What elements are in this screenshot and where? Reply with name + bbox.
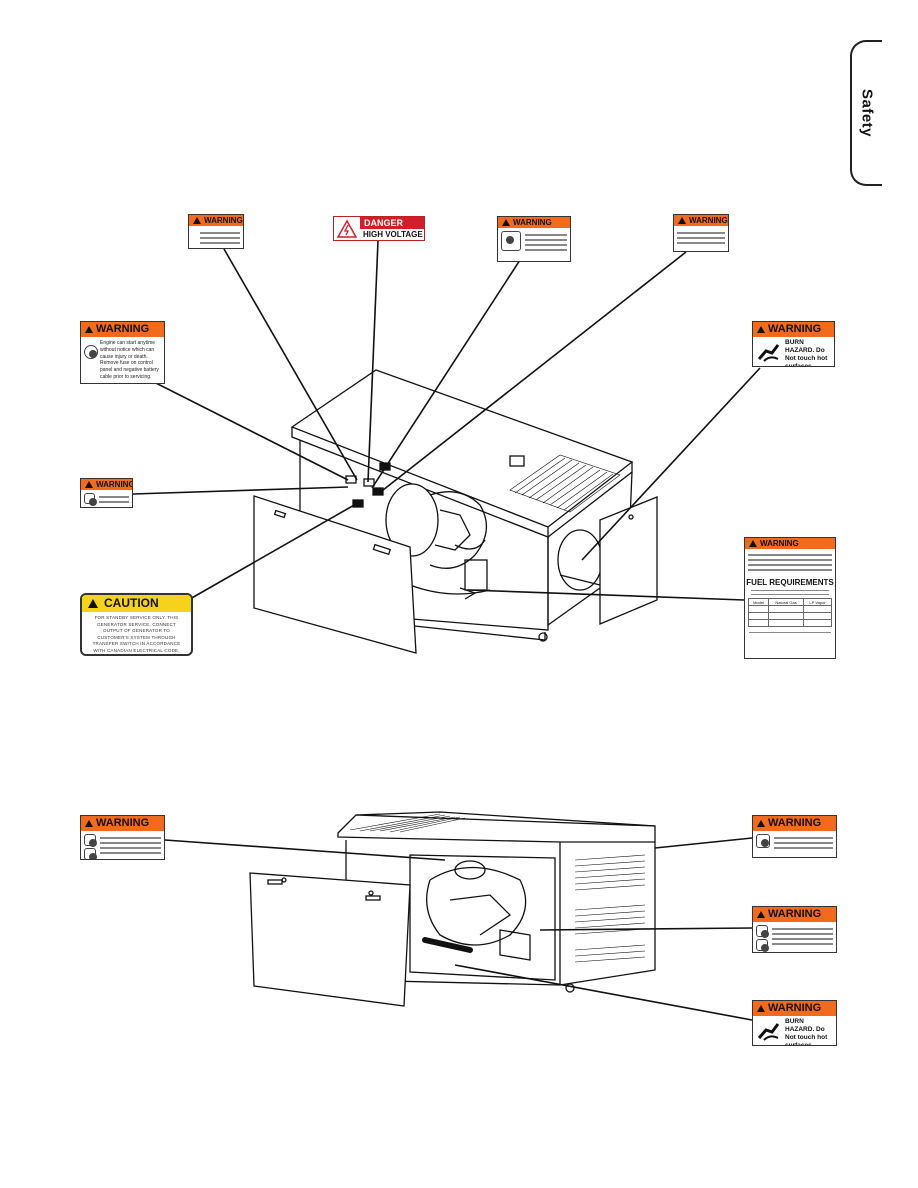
electric-shock-icon	[334, 218, 360, 240]
no-smoking-icon	[756, 939, 769, 952]
caution-triangle-icon	[88, 599, 98, 608]
auto-start-icon	[84, 345, 98, 359]
rotating-parts-icon	[756, 834, 770, 848]
warning-triangle-icon	[757, 326, 765, 333]
warning-triangle-icon	[85, 326, 93, 333]
warning-triangle-icon	[678, 217, 686, 224]
carbon-monoxide-icon	[501, 231, 521, 251]
warning-label-moving-parts: WARNING	[673, 214, 729, 252]
lower-generator-drawing	[249, 811, 656, 1007]
warning-label-fuel-explosion: WARNING	[752, 906, 837, 953]
warning-triangle-icon	[757, 1005, 765, 1012]
warning-triangle-icon	[749, 540, 757, 547]
warning-label-exhaust: WARNING	[497, 216, 571, 262]
leader-lines-upper	[132, 240, 761, 601]
warning-triangle-icon	[85, 481, 93, 488]
leader-lines-lower	[164, 837, 753, 1021]
warning-label-burn-hazard-lower: WARNING BURN HAZARD. Do Not touch hot su…	[752, 1000, 837, 1046]
hot-surface-hand-icon	[756, 339, 782, 365]
warning-label-control-panel: WARNING	[80, 478, 133, 508]
warning-triangle-icon	[193, 217, 201, 224]
warning-triangle-icon	[757, 820, 765, 827]
hot-surface-hand-icon	[756, 1018, 782, 1044]
warning-triangle-icon	[502, 219, 510, 226]
warning-label-engine-start: WARNING Engine can start anytime without…	[80, 321, 165, 384]
warning-label-burn-hazard-upper: WARNING BURN HAZARD. Do Not touch hot su…	[752, 321, 835, 367]
hazard-icon	[84, 493, 97, 506]
fire-icon	[756, 925, 769, 938]
warning-label-battery: WARNING	[80, 815, 165, 860]
warning-triangle-icon	[757, 911, 765, 918]
warning-label-hot-parts-lower: WARNING	[752, 815, 837, 858]
warning-triangle-icon	[85, 820, 93, 827]
warning-label-electrical-small: WARNING	[188, 214, 244, 249]
upper-generator-drawing	[253, 369, 658, 654]
caution-standby-service-label: CAUTION FOR STANDBY SERVICE ONLY. THIS G…	[80, 593, 193, 656]
danger-high-voltage-label: DANGER HIGH VOLTAGE	[333, 216, 425, 241]
battery-acid-icon	[84, 848, 97, 859]
section-tab-safety[interactable]: Safety	[850, 40, 882, 186]
explosion-icon	[84, 834, 97, 847]
